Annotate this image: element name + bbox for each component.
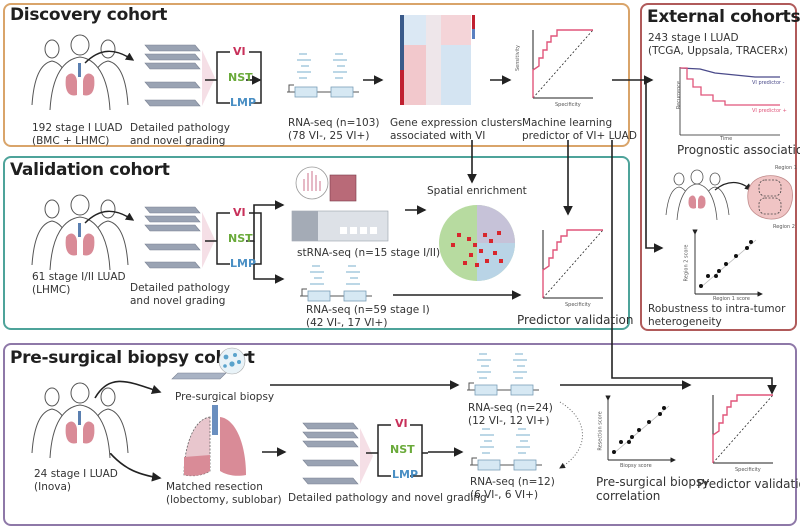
- scatter-ylabel: Region 2 score: [683, 244, 690, 282]
- grade-lmp: LMP: [230, 257, 257, 270]
- arrow-patient-to-slides: [84, 50, 135, 64]
- grading-bracket: [205, 51, 262, 104]
- arrow-patient-to-slides: [84, 210, 135, 224]
- pathology-slides-icon: [144, 206, 215, 269]
- strnaseq-instrument-icon: [291, 166, 389, 242]
- rnaseq-icon: [300, 265, 372, 302]
- validation-title: Validation cohort: [10, 160, 170, 180]
- pathology-slides-icon: [144, 44, 215, 107]
- validation-predictor-label: Predictor validation: [517, 313, 634, 327]
- discovery-rnaseq-label: RNA-seq (n=103)(78 VI-, 25 VI+): [288, 117, 380, 142]
- biopsy-scatter-plot: [605, 395, 676, 463]
- grading-bracket: [366, 424, 428, 477]
- region2-label: Region 2: [773, 224, 795, 230]
- rnaseq-icon: [470, 428, 542, 471]
- grade-vi: VI: [233, 206, 246, 219]
- region1-label: Region 1: [775, 165, 797, 171]
- discovery-title: Discovery cohort: [10, 5, 168, 25]
- km-xlabel: Time: [720, 136, 733, 142]
- grading-bracket: [205, 212, 262, 265]
- grade-nst: NST: [228, 71, 253, 84]
- km-legend-vi-negative: VI predictor -: [752, 80, 785, 86]
- prognostic-label: Prognostic association: [677, 143, 800, 157]
- presurgical-biopsy-cohort-panel: [3, 343, 797, 526]
- km-curve-chart: [679, 67, 780, 136]
- validation-cohort-panel: [3, 156, 630, 330]
- discovery-cohort-size: 192 stage I LUAD(BMC + LHMC): [32, 122, 123, 147]
- biopsy-label: Pre-surgical biopsy: [175, 391, 275, 403]
- discovery-cohort-panel: [3, 3, 630, 147]
- spatial-map-icon: [439, 205, 515, 281]
- heatmap-icon: [400, 15, 475, 105]
- presurgical-cohort-size: 24 stage I LUAD(Inova): [34, 468, 118, 493]
- grade-vi: VI: [233, 45, 246, 58]
- validation-rnaseq-label: RNA-seq (n=59 stage I)(42 VI-, 17 VI+): [306, 304, 430, 329]
- resected-lung-icon: [183, 405, 246, 477]
- scatter-xlabel: Region 1 score: [713, 296, 750, 302]
- roc-xlabel: Specificity: [565, 302, 591, 308]
- roc-chart-presurgical: [712, 394, 774, 464]
- validation-cohort-size: 61 stage I/II LUAD(LHMC): [32, 271, 126, 296]
- presurgical-title: Pre-surgical biopsy cohort: [10, 348, 255, 368]
- region-scatter-plot: [692, 229, 763, 297]
- external-title: External cohorts: [647, 7, 800, 27]
- grade-lmp: LMP: [392, 468, 419, 481]
- km-legend-vi-positive: VI predictor +: [752, 108, 787, 114]
- patients-icon: [31, 34, 129, 111]
- grade-nst: NST: [228, 232, 253, 245]
- scatter-xlabel: Biopsy score: [620, 463, 652, 469]
- scatter-ylabel: Resection score: [597, 411, 604, 451]
- tumor-regions-icon: [747, 175, 793, 220]
- grade-vi: VI: [395, 417, 408, 430]
- presurgical-pathology-label: Detailed pathology and novel grading: [288, 492, 487, 504]
- biopsy-slide-icon: [171, 347, 246, 380]
- grade-lmp: LMP: [230, 96, 257, 109]
- grade-nst: NST: [390, 443, 415, 456]
- patients-icon: [31, 382, 129, 459]
- strnaseq-label: stRNA-seq (n=15 stage I/II): [297, 247, 441, 259]
- rnaseq-icon: [467, 353, 539, 396]
- roc-ylabel: Sensitivity: [515, 44, 522, 72]
- patients-icon: [665, 169, 730, 221]
- pathology-slides-icon: [302, 422, 373, 485]
- roc-xlabel: Specificity: [735, 467, 761, 473]
- presurgical-rnaseq1-label: RNA-seq (n=24)(12 VI-, 12 VI+): [468, 402, 553, 427]
- patients-icon: [31, 194, 129, 271]
- roc-chart-discovery: [532, 29, 594, 99]
- external-cohorts-panel: [640, 3, 797, 331]
- roc-chart-validation: [542, 229, 604, 299]
- arrow-patient-to-tumor: [714, 181, 752, 191]
- roc-curve: [532, 29, 593, 98]
- external-cohort-size: 243 stage I LUAD(TCGA, Uppsala, TRACERx): [648, 32, 789, 57]
- spatial-enrichment-label: Spatial enrichment: [427, 185, 527, 197]
- rnaseq-icon: [287, 53, 359, 98]
- km-ylabel: Recurrence: [676, 80, 683, 110]
- presurgical-rnaseq2-label: RNA-seq (n=12)(6 VI-, 6 VI+): [470, 476, 555, 501]
- presurgical-predictor-label: Predictor validation: [697, 477, 800, 491]
- km-series-vi-positive: [680, 67, 780, 106]
- km-series-vi-negative: [679, 67, 780, 78]
- roc-xlabel: Specificity: [555, 102, 581, 108]
- resection-label: Matched resection(lobectomy, sublobar): [166, 481, 282, 506]
